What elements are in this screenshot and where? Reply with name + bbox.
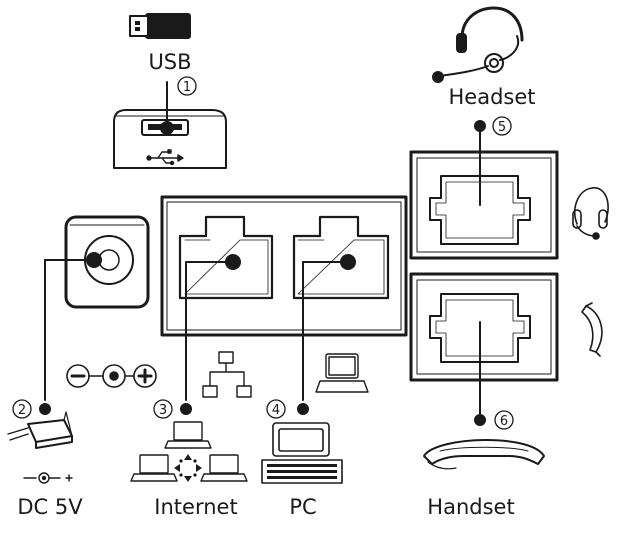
small-headset-icon (572, 187, 609, 240)
pc-icon (261, 422, 343, 484)
headset-label: Headset (448, 85, 535, 109)
headset-icon (432, 6, 524, 83)
svg-text:5: 5 (498, 120, 506, 135)
handset-label: Handset (427, 495, 514, 519)
callout-3: 3 (153, 399, 192, 419)
ethernet-ports-block (160, 195, 408, 401)
pc-label: PC (289, 495, 316, 519)
network-icon (202, 351, 252, 398)
usb-label: USB (148, 50, 191, 74)
svg-text:3: 3 (159, 403, 167, 418)
polarity-icon (66, 364, 157, 388)
callout-2: 2 (12, 399, 51, 419)
dc-label: DC 5V (17, 495, 83, 519)
svg-text:6: 6 (500, 414, 508, 429)
usb-stick-icon (129, 13, 191, 39)
svg-text:1: 1 (183, 80, 191, 95)
svg-text:2: 2 (18, 403, 26, 418)
internet-network-icon (130, 421, 248, 482)
usb-symbol-icon (146, 149, 184, 166)
callout-1: 1 (177, 76, 197, 96)
callout-6: 6 (474, 410, 514, 430)
svg-text:4: 4 (272, 403, 280, 418)
power-adapter-icon (7, 411, 73, 449)
usb-port (113, 81, 227, 169)
handset-icon (423, 439, 545, 470)
handset-port (409, 272, 559, 421)
dc-power-jack (44, 215, 150, 401)
dc-polarity-symbol (23, 472, 73, 484)
small-handset-icon (581, 302, 603, 357)
internet-label: Internet (154, 495, 237, 519)
callout-4: 4 (266, 399, 309, 419)
computer-icon (315, 353, 369, 393)
headset-port (409, 129, 559, 260)
